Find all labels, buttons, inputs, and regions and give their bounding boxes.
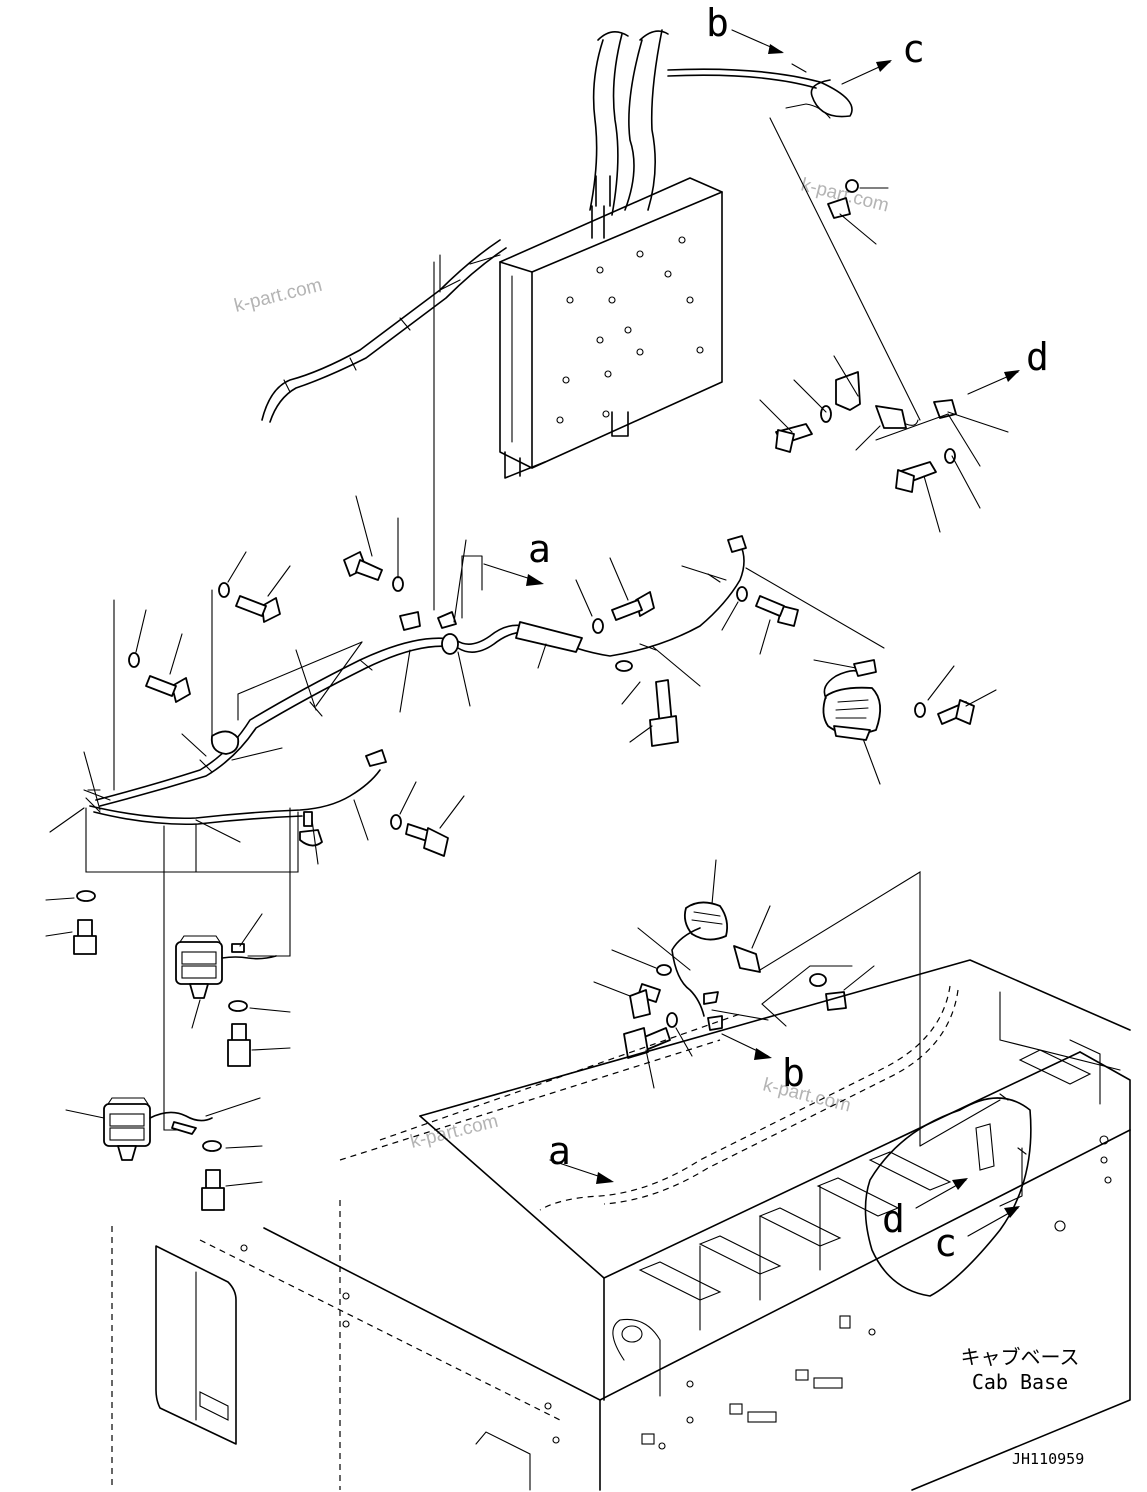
washer-icon (666, 1012, 678, 1028)
washer-icon (592, 618, 604, 634)
washer-icon (390, 814, 402, 830)
watermark-4: k-part.com (761, 1074, 853, 1116)
top-right-hose (667, 63, 853, 119)
callout-c-lower: c (934, 1221, 957, 1265)
lower-right-lamp-hardware (593, 859, 921, 1147)
main-harness (83, 535, 747, 847)
washer-icon (656, 964, 672, 976)
cab-base-label-en: Cab Base (972, 1370, 1068, 1394)
washer-icon (128, 652, 140, 668)
bolt-icon (423, 827, 449, 857)
harness-fasteners (45, 495, 799, 1211)
cab-frame-upper (499, 29, 723, 479)
leader-top-right (769, 117, 921, 421)
washer-icon (218, 582, 230, 598)
beacon-lamp-icon (822, 659, 882, 741)
bolt-icon (227, 1039, 251, 1067)
callout-c-top: c (902, 27, 925, 71)
callout-b-lower: b (782, 1051, 805, 1095)
upper-left-harness (261, 239, 507, 423)
callout-b-top: b (706, 1, 729, 45)
washer-icon (736, 586, 748, 602)
drawing-code: JH110959 (1012, 1450, 1084, 1468)
bolt-icon (171, 677, 191, 703)
callout-a-lower: a (548, 1129, 571, 1173)
washer-icon (76, 890, 96, 902)
washer-icon (228, 1000, 248, 1012)
bolt-icon (261, 597, 281, 623)
cab-base (111, 959, 1131, 1491)
bolt-icon (201, 1187, 225, 1211)
callout-d-lower: d (882, 1197, 905, 1241)
washer-icon (944, 448, 956, 464)
nut-icon (825, 991, 847, 1011)
work-lamp-icon (175, 913, 277, 1029)
work-lamps (65, 659, 997, 1161)
watermarks: k-part.com k-part.com k-part.com k-part.… (232, 174, 891, 1152)
right-bracket-hardware (759, 179, 1009, 533)
washer-icon (392, 576, 404, 592)
washer-icon (914, 702, 926, 718)
washer-icon (809, 973, 827, 987)
washer-icon (615, 660, 633, 672)
callout-d-right: d (1026, 335, 1049, 379)
callout-a-mid: a (528, 527, 551, 571)
washer-icon (202, 1140, 222, 1152)
callout-labels: b c d a b a d c (528, 1, 1049, 1265)
cab-base-label-jp: キャブベース (961, 1345, 1080, 1369)
watermark-1: k-part.com (232, 275, 324, 317)
bolt-icon (73, 935, 97, 955)
work-lamp-icon (65, 1097, 261, 1161)
